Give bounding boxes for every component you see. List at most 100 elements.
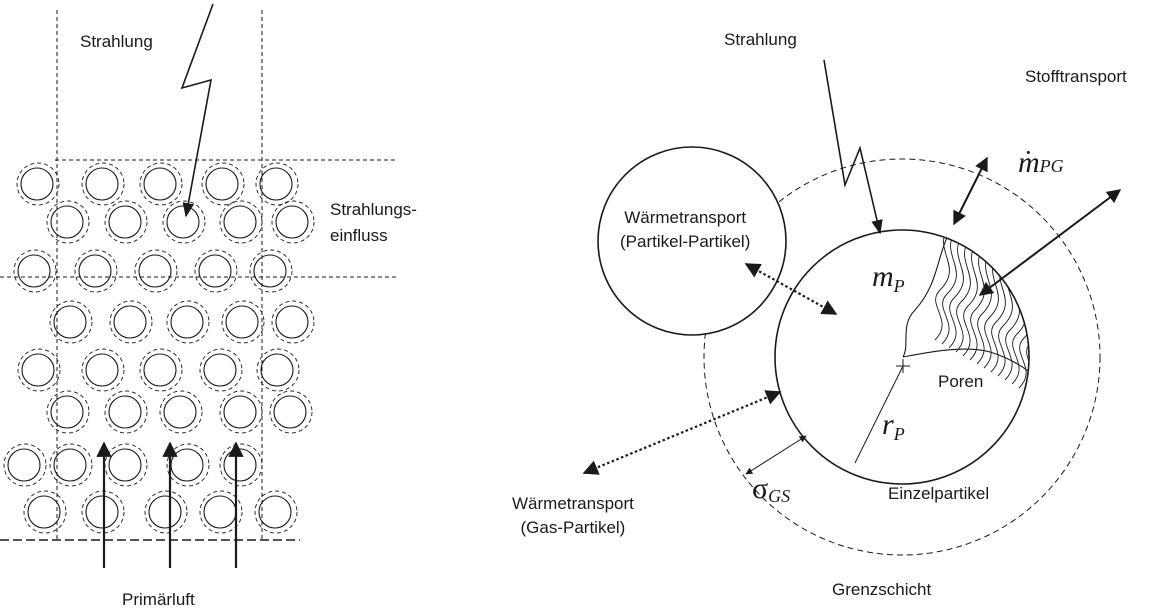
heat-transport-gp-line1: Wärmetransport: [512, 494, 634, 513]
pore-structure: [902, 230, 1029, 393]
packed-bed: [0, 3, 398, 568]
bed-particle: [21, 353, 55, 387]
bed-particle-boundary: [199, 348, 243, 392]
radius-symbol-sub: P: [893, 424, 905, 444]
single-particle-model: [582, 59, 1122, 556]
bed-particle-boundary: [49, 443, 93, 487]
bed-particle: [223, 448, 257, 482]
bed-particle: [113, 305, 147, 339]
bed-particle-boundary: [249, 249, 293, 293]
bed-particle: [108, 448, 142, 482]
bed-particle-boundary: [219, 390, 263, 434]
boundary-layer-label: Grenzschicht: [832, 580, 932, 599]
bed-particle-boundary: [256, 348, 300, 392]
bed-particle-boundary: [49, 300, 93, 344]
bed-particle: [203, 495, 237, 529]
bed-particle: [253, 254, 287, 288]
bed-particle: [275, 305, 309, 339]
bed-particle-boundary: [162, 200, 206, 244]
bed-particle: [85, 495, 119, 529]
radiation-label-left: Strahlung: [80, 32, 153, 51]
bed-particle-boundary: [166, 443, 210, 487]
radiation-zone-label-line2: einfluss: [330, 226, 388, 246]
bed-particle: [143, 353, 177, 387]
bed-particle: [258, 495, 292, 529]
radius-symbol: rP: [882, 408, 905, 444]
pore-line: [948, 232, 965, 349]
bed-particle: [163, 395, 197, 429]
particle-mass-symbol-sub: P: [893, 276, 905, 296]
radiation-bolt-right: [823, 59, 883, 235]
mass-flux-symbol-sub: PG: [1039, 156, 1064, 176]
bed-particle: [170, 448, 204, 482]
sigma-symbol: σ: [752, 472, 769, 505]
bed-particle: [7, 448, 41, 482]
bed-particle-boundary: [81, 348, 125, 392]
bed-particle: [17, 254, 51, 288]
heat-transport-pp-arrow: [744, 263, 838, 315]
neighbor-particle: [597, 146, 787, 336]
heat-transport-gp-line2: (Gas-Partikel): [520, 518, 626, 538]
bed-particle: [53, 305, 87, 339]
bed-particle: [50, 205, 84, 239]
bed-particle-boundary: [221, 300, 265, 344]
radiation-label-right: Strahlung: [724, 30, 797, 49]
bed-particle: [203, 353, 237, 387]
pore-line: [941, 230, 958, 345]
bed-particle: [260, 353, 294, 387]
bed-particle-boundary: [104, 390, 148, 434]
bed-particles: [3, 162, 315, 534]
bed-particle: [259, 167, 293, 201]
bed-particle-boundary: [3, 443, 47, 487]
single-particle-label: Einzelpartikel: [888, 484, 990, 503]
bed-particle-boundary: [159, 390, 203, 434]
sigma-symbol-sub: GS: [768, 486, 791, 506]
mass-flux-symbol-m: m: [1018, 146, 1040, 179]
single-particle: [774, 229, 1030, 485]
radiation-bolt-left: [180, 3, 214, 218]
bed-particle: [143, 167, 177, 201]
bed-particle: [50, 395, 84, 429]
bed-particle: [148, 495, 182, 529]
bed-particle-boundary: [46, 200, 90, 244]
pore-line: [969, 244, 986, 361]
bed-particle-boundary: [254, 490, 298, 534]
bed-particle-boundary: [166, 300, 210, 344]
bed-particle-boundary: [201, 162, 245, 206]
bed-particle: [225, 305, 259, 339]
bed-particle-boundary: [109, 300, 153, 344]
radius-symbol-r: r: [882, 408, 894, 441]
bed-particle-boundary: [271, 300, 315, 344]
bed-particle-boundary: [81, 162, 125, 206]
bed-particle: [20, 167, 54, 201]
mass-flux-symbol: · mPG: [1018, 138, 1064, 179]
bed-particle: [108, 205, 142, 239]
heat-transport-pp-label: Wärmetransport (Partikel-Partikel): [620, 208, 750, 253]
bed-particle: [170, 305, 204, 339]
pore-line: [955, 236, 972, 353]
bed-particle: [85, 167, 119, 201]
pores-label: Poren: [938, 372, 984, 391]
bed-particle-boundary: [255, 162, 299, 206]
bed-particle-boundary: [199, 490, 243, 534]
bed-particle: [273, 395, 307, 429]
bed-particle: [166, 205, 200, 239]
bed-particle: [78, 254, 112, 288]
bed-particle: [223, 205, 257, 239]
primary-air-label: Primärluft: [122, 590, 195, 609]
bed-particle: [27, 495, 61, 529]
bed-particle: [138, 254, 172, 288]
heat-transport-pp-line1: Wärmetransport: [624, 208, 747, 227]
bed-particle: [223, 395, 257, 429]
mass-flux-arrow: [978, 189, 1122, 296]
mass-transport-label: Stofftransport: [1025, 67, 1127, 86]
heat-transport-gp-label: Wärmetransport (Gas-Partikel): [512, 494, 634, 539]
bed-particle-boundary: [134, 249, 178, 293]
radius-line: [854, 365, 904, 464]
heat-transport-pp-line2: (Partikel-Partikel): [620, 232, 751, 252]
pore-line: [934, 230, 951, 341]
bed-particle: [108, 395, 142, 429]
boundary-layer-circle: [703, 158, 1101, 556]
bed-particle: [85, 353, 119, 387]
